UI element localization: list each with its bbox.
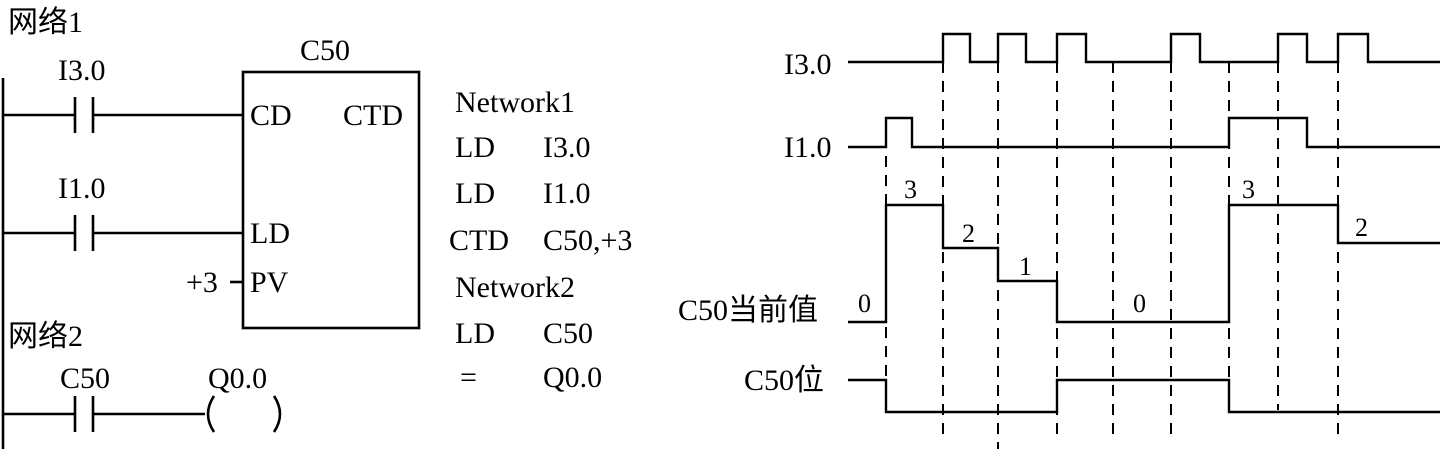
coil-q00: Q0.0: [206, 362, 282, 433]
coil-q00-label: Q0.0: [208, 362, 267, 395]
pin-pv: PV: [250, 266, 289, 299]
stl-arg-1: I3.0: [543, 131, 591, 164]
contact-i30-label: I3.0: [58, 54, 106, 87]
stl-arg-3: C50,+3: [543, 224, 632, 257]
counter-name: C50: [300, 34, 350, 67]
value-label-3b: 3: [1242, 175, 1255, 204]
stl-listing: Network1 LD I3.0 LD I1.0 CTD C50,+3 Netw…: [449, 86, 632, 394]
network1-title: 网络1: [8, 6, 83, 39]
stl-op-6: =: [460, 361, 477, 394]
signal-label-bit: C50位: [744, 364, 824, 397]
signal-label-i30: I3.0: [784, 48, 832, 81]
value-label-1a: 1: [1019, 252, 1032, 281]
preset-value: +3: [186, 266, 218, 299]
stl-arg-6: Q0.0: [543, 361, 602, 394]
ladder-diagram: 网络1 网络2 I3.0 I1.0 C50 CD CTD LD PV +3: [1, 6, 421, 449]
stl-arg-2: I1.0: [543, 177, 591, 210]
stl-op-5: LD: [455, 317, 495, 350]
value-label-0a: 0: [858, 289, 871, 318]
box-type: CTD: [343, 99, 403, 132]
waveform-i30: [848, 32, 1440, 64]
contact-i30: I3.0: [3, 54, 243, 133]
value-label-3a: 3: [904, 175, 917, 204]
signal-label-i10: I1.0: [784, 131, 832, 164]
stl-arg-5: C50: [543, 317, 593, 350]
pin-ld: LD: [250, 217, 290, 250]
stl-op-1: LD: [455, 131, 495, 164]
value-label-2b: 2: [1355, 213, 1368, 242]
pin-cd: CD: [250, 99, 292, 132]
stl-op-3: CTD: [449, 224, 509, 257]
timing-diagram: I3.0 I1.0 C50当前值 C50位 0 3 2 1 0 3 2: [678, 32, 1440, 449]
value-label-2a: 2: [962, 219, 975, 248]
contact-i10-label: I1.0: [58, 172, 106, 205]
stl-op-0: Network1: [455, 86, 575, 119]
network2-title: 网络2: [8, 320, 83, 353]
counter-box: C50 CD CTD LD PV +3: [186, 34, 421, 330]
signal-label-value: C50当前值: [678, 294, 818, 327]
stl-op-2: LD: [455, 177, 495, 210]
waveform-i10: [848, 116, 1440, 149]
contact-i10: I1.0: [3, 172, 243, 251]
contact-c50: C50: [3, 362, 205, 432]
waveform-c50-bit: [848, 378, 1440, 414]
stl-op-4: Network2: [455, 271, 575, 304]
value-label-0b: 0: [1133, 289, 1146, 318]
contact-c50-label: C50: [60, 362, 110, 395]
reference-lines: [885, 62, 1339, 449]
waveform-current-value: [848, 203, 1440, 324]
